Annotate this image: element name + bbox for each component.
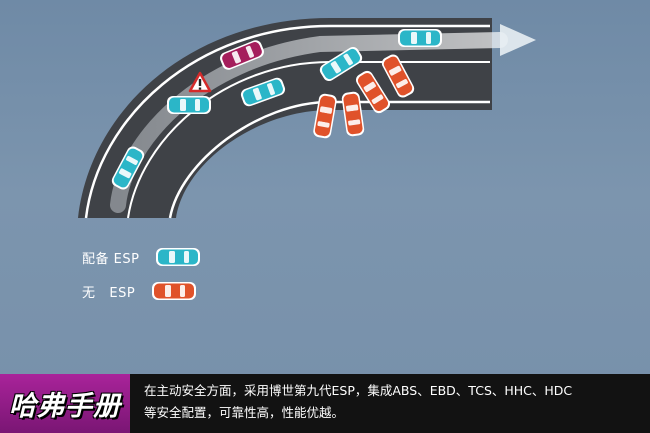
non-esp-car-2 — [355, 70, 391, 114]
legend-with-esp: 配备 ESP — [82, 247, 203, 267]
legend-without-esp-label: 无 ESP — [82, 285, 136, 301]
direction-arrow-icon — [500, 24, 536, 56]
road-edge-outer — [84, 24, 490, 219]
non-esp-car-1 — [381, 54, 415, 98]
legend-without-esp: 无 ESP — [82, 281, 199, 301]
caption-line-2: 等安全配置，可靠性高，性能优越。 — [144, 405, 345, 420]
non-esp-car-4 — [313, 93, 337, 139]
esp-car-1 — [111, 146, 145, 190]
legend-with-esp-car-icon — [156, 248, 201, 266]
road-scene — [78, 18, 536, 219]
brand-logo: 哈弗手册 — [0, 374, 130, 433]
legend-without-esp-car-icon — [152, 282, 197, 300]
esp-car-2 — [167, 96, 211, 114]
legend-with-esp-label: 配备 ESP — [82, 251, 140, 267]
esp-car-4 — [319, 46, 363, 82]
non-esp-car-3 — [341, 91, 365, 137]
road-edge-inner — [168, 100, 490, 219]
esp-car-3 — [240, 77, 286, 107]
caption-line-1: 在主动安全方面，采用博世第九代ESP，集成ABS、EBD、TCS、HHC、HDC — [144, 383, 573, 398]
oncoming-car — [220, 40, 264, 70]
brand-text: 哈弗手册 — [9, 391, 121, 422]
esp-car-5 — [398, 29, 442, 47]
caption-text: 在主动安全方面，采用博世第九代ESP，集成ABS、EBD、TCS、HHC、HDC… — [144, 380, 644, 424]
warning-triangle-icon — [188, 71, 212, 93]
